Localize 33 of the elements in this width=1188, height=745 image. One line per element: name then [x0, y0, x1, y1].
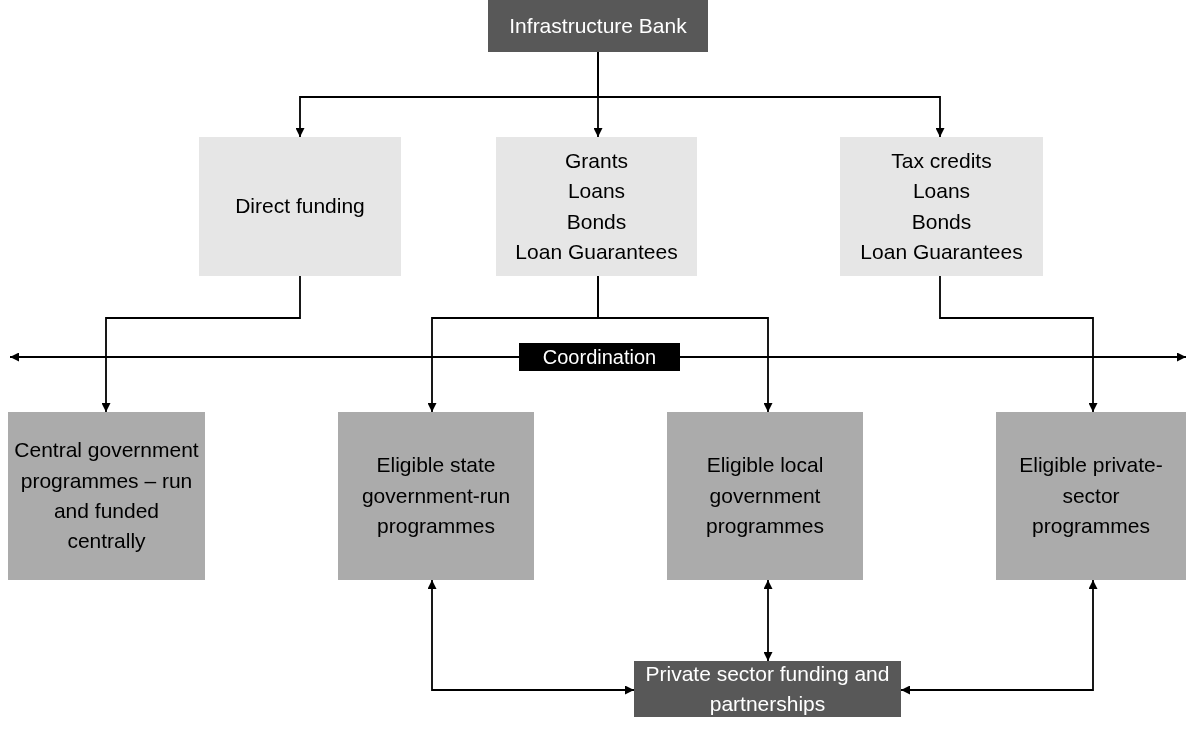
programme-box [996, 412, 1186, 580]
funding-box [840, 137, 1043, 276]
node-label: Tax credits [891, 147, 992, 174]
node-label: Coordination [542, 345, 657, 369]
node-label: Loan Guarantees [515, 238, 678, 265]
programme-box [8, 412, 205, 580]
arrow [9, 352, 520, 362]
node-label: Grants [565, 147, 628, 174]
programme-box [338, 412, 534, 580]
arrow [763, 579, 773, 662]
node-label: Direct funding [235, 193, 365, 220]
node-label: Eligible local government programmes [705, 452, 825, 540]
node-label: Central government programmes – run and funded centrally [14, 437, 199, 555]
arrow [427, 579, 635, 695]
bank-box [488, 0, 708, 52]
node-label: Loans [912, 178, 971, 205]
funding-box [496, 137, 697, 276]
node-label: Eligible state government-run programmes [360, 452, 512, 540]
node-label: Bonds [911, 208, 972, 235]
node-label: Infrastructure Bank [509, 12, 687, 39]
arrow [597, 275, 773, 413]
arrow [679, 352, 1187, 362]
node-label: Private sector funding and partnerships [644, 660, 891, 717]
arrow [939, 275, 1098, 413]
arrow [101, 275, 301, 413]
node-label: Loans [567, 178, 626, 205]
node-label: Bonds [566, 208, 627, 235]
node-label: Loan Guarantees [860, 238, 1023, 265]
programme-box [667, 412, 863, 580]
funding-box [199, 137, 401, 276]
node-label: Eligible private-sector programmes [1018, 452, 1164, 540]
coordination-box [519, 343, 680, 371]
arrow [900, 579, 1098, 695]
